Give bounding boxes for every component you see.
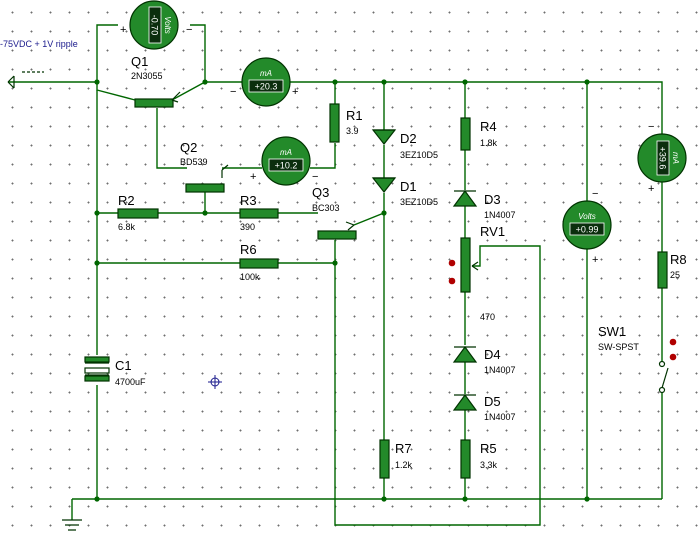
svg-text:−: − [186,24,192,36]
diode-d4[interactable]: D4 1N4007 [452,345,516,375]
capacitor-c1[interactable]: C1 4700uF [84,356,146,387]
r8-ref: R8 [670,252,687,267]
q3-ref: Q3 [312,185,329,200]
voltage-source: -75VDC + 1V ripple [0,39,78,89]
d3-part: 1N4007 [484,210,516,220]
vm-out-unit: Volts [578,212,596,221]
svg-text:+: + [120,24,126,36]
ma-q2-unit: mA [280,148,292,157]
svg-text:−: − [312,171,318,183]
r1-value: 3.9 [346,126,359,136]
sw1-part: SW-SPST [598,342,639,352]
r5-ref: R5 [480,441,497,456]
svg-text:−: − [592,188,598,200]
ma-load-reading: +39.6 [658,147,668,170]
r7-ref: R7 [395,441,412,456]
probe-dot-top [448,259,456,267]
ammeter-q2[interactable]: mA +10.2 + − [250,136,318,186]
source-label: -75VDC + 1V ripple [0,39,78,49]
rv1-ref: RV1 [480,224,505,239]
resistor-r1[interactable]: R1 3.9 [329,103,363,143]
vm-top-unit: Volts [163,16,172,34]
svg-text:+: + [592,254,598,266]
crosshair-icon [208,375,222,389]
r3-ref: R3 [240,193,257,208]
q3-part: BC303 [312,203,340,213]
switch-probe-top [669,338,677,346]
resistor-r7[interactable]: R7 1.2k [379,439,413,479]
r4-value: 1.8k [480,138,498,148]
svg-text:+: + [648,183,654,195]
r6-value: 100k [240,272,260,282]
junctions [94,79,590,502]
ma-q1-unit: mA [260,69,272,78]
r4-ref: R4 [480,119,497,134]
q1-ref: Q1 [131,54,148,69]
svg-text:−: − [230,86,236,98]
r2-value: 6.8k [118,222,136,232]
d5-part: 1N4007 [484,412,516,422]
ma-load-unit: mA [671,152,680,164]
ground-symbol [62,519,82,531]
ammeter-q1[interactable]: mA +20.3 − + [230,57,298,107]
d4-ref: D4 [484,347,501,362]
voltmeter-top[interactable]: Volts -0.70 + − [120,0,192,50]
potentiometer-rv1[interactable]: RV1 470 [448,224,505,322]
sw1-ref: SW1 [598,324,626,339]
d2-ref: D2 [400,131,417,146]
rv1-value: 470 [480,312,495,322]
r3-value: 390 [240,222,255,232]
c1-ref: C1 [115,358,132,373]
q1-part: 2N3055 [131,71,163,81]
diode-d1[interactable]: D1 3EZ10D5 [371,177,438,207]
q2-ref: Q2 [180,140,197,155]
r5-value: 3.3k [480,460,498,470]
resistor-r8[interactable]: R8 25 [657,251,687,289]
d1-ref: D1 [400,179,417,194]
switch-sw1[interactable]: SW1 SW-SPST [598,324,677,394]
diode-d3[interactable]: D3 1N4007 [452,189,516,220]
transistor-q3[interactable]: Q3 BC303 [312,185,357,240]
d5-ref: D5 [484,394,501,409]
wires [8,24,663,526]
ma-q2-reading: +10.2 [275,161,298,171]
diode-d5[interactable]: D5 1N4007 [452,393,516,422]
q2-part: BD539 [180,157,208,167]
r2-ref: R2 [118,193,135,208]
r7-value: 1.2k [395,460,413,470]
switch-probe-bottom [669,353,677,361]
diode-d2[interactable]: D2 3EZ10D5 [371,129,438,160]
resistor-r4[interactable]: R4 1.8k [460,117,498,151]
resistor-r2[interactable]: R2 6.8k [117,193,159,232]
svg-text:+: + [292,86,298,98]
r6-ref: R6 [240,242,257,257]
d3-ref: D3 [484,192,501,207]
ma-q1-reading: +20.3 [255,82,278,92]
d1-part: 3EZ10D5 [400,197,438,207]
probe-dot-bottom [448,277,456,285]
transistor-q1[interactable]: Q1 2N3055 [131,54,181,108]
d4-part: 1N4007 [484,365,516,375]
r8-value: 25 [670,270,680,280]
svg-text:+: + [250,171,256,183]
resistor-r5[interactable]: R5 3.3k [460,439,498,479]
c1-value: 4700uF [115,377,146,387]
voltmeter-output[interactable]: Volts +0.99 − + [562,188,612,266]
vm-top-reading: -0.70 [150,15,160,36]
r1-ref: R1 [346,108,363,123]
vm-out-reading: +0.99 [576,225,599,235]
ammeter-load[interactable]: mA +39.6 − + [637,121,687,195]
resistor-r6[interactable]: R6 100k [239,242,279,282]
svg-text:−: − [648,121,654,133]
resistor-r3[interactable]: R3 390 [239,193,279,232]
transistor-q2[interactable]: Q2 BD539 [180,140,229,193]
d2-part: 3EZ10D5 [400,150,438,160]
